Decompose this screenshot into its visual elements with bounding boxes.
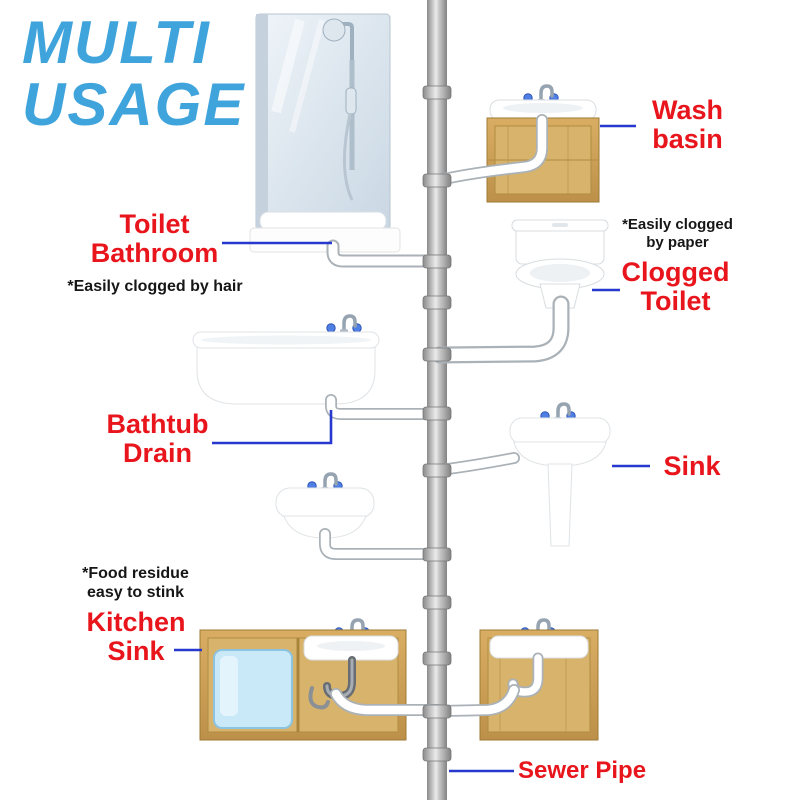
label-bathtub-drain: Bathtub Drain (95, 410, 220, 467)
label-wash-basin: Wash basin (630, 96, 745, 153)
main-sewer-pipe (427, 0, 447, 800)
label-wash-basin-line2: basin (652, 123, 723, 154)
pipe-couplings (422, 85, 452, 762)
page-title: MULTI USAGE (22, 9, 282, 139)
label-sink: Sink (663, 451, 721, 481)
note-clogged-by-hair: *Easily clogged by hair (67, 278, 243, 295)
title-line2: USAGE (22, 71, 246, 139)
bathtub-drain-pointer-line (212, 410, 333, 445)
basin-cabinet-illustration (479, 618, 599, 741)
bathtub-illustration (192, 314, 380, 405)
label-clogged-toilet-line2: Toilet (640, 285, 711, 316)
title-line1: MULTI (22, 9, 211, 76)
note-food-residue-line1: *Food residue (82, 565, 189, 582)
label-sewer-pipe: Sewer Pipe (518, 757, 647, 784)
label-kitchen-sink: Kitchen Sink (75, 608, 197, 665)
note-clogged-by-paper-line1: *Easily clogged (622, 216, 733, 233)
label-kitchen-sink-line2: Sink (107, 635, 165, 666)
toilet-illustration (511, 219, 609, 309)
label-kitchen-sink-line1: Kitchen (86, 607, 186, 637)
pointer-lines (174, 124, 650, 773)
label-wash-basin-line1: Wash (651, 95, 723, 125)
note-clogged-by-paper-line2: by paper (646, 234, 709, 251)
kitchen-sink-illustration (199, 618, 407, 741)
note-food-residue-line2: easy to stink (87, 584, 184, 602)
label-toilet-bathroom-line1: Toilet (119, 209, 190, 239)
label-bathtub-drain-line2: Drain (122, 437, 193, 468)
label-toilet-bathroom: Toilet Bathroom (72, 210, 237, 267)
pedestal-sink-illustration (509, 402, 611, 547)
label-bathtub-drain-line1: Bathtub (106, 409, 209, 439)
note-clogged-by-paper: *Easily clogged by paper (615, 216, 740, 252)
shower-illustration (249, 13, 401, 253)
label-toilet-bathroom-line2: Bathroom (90, 237, 219, 268)
note-food-residue: *Food residue easy to stink (68, 564, 203, 602)
label-clogged-toilet: Clogged Toilet (608, 258, 743, 315)
label-clogged-toilet-line1: Clogged (621, 257, 730, 287)
small-sink-illustration (275, 472, 375, 539)
